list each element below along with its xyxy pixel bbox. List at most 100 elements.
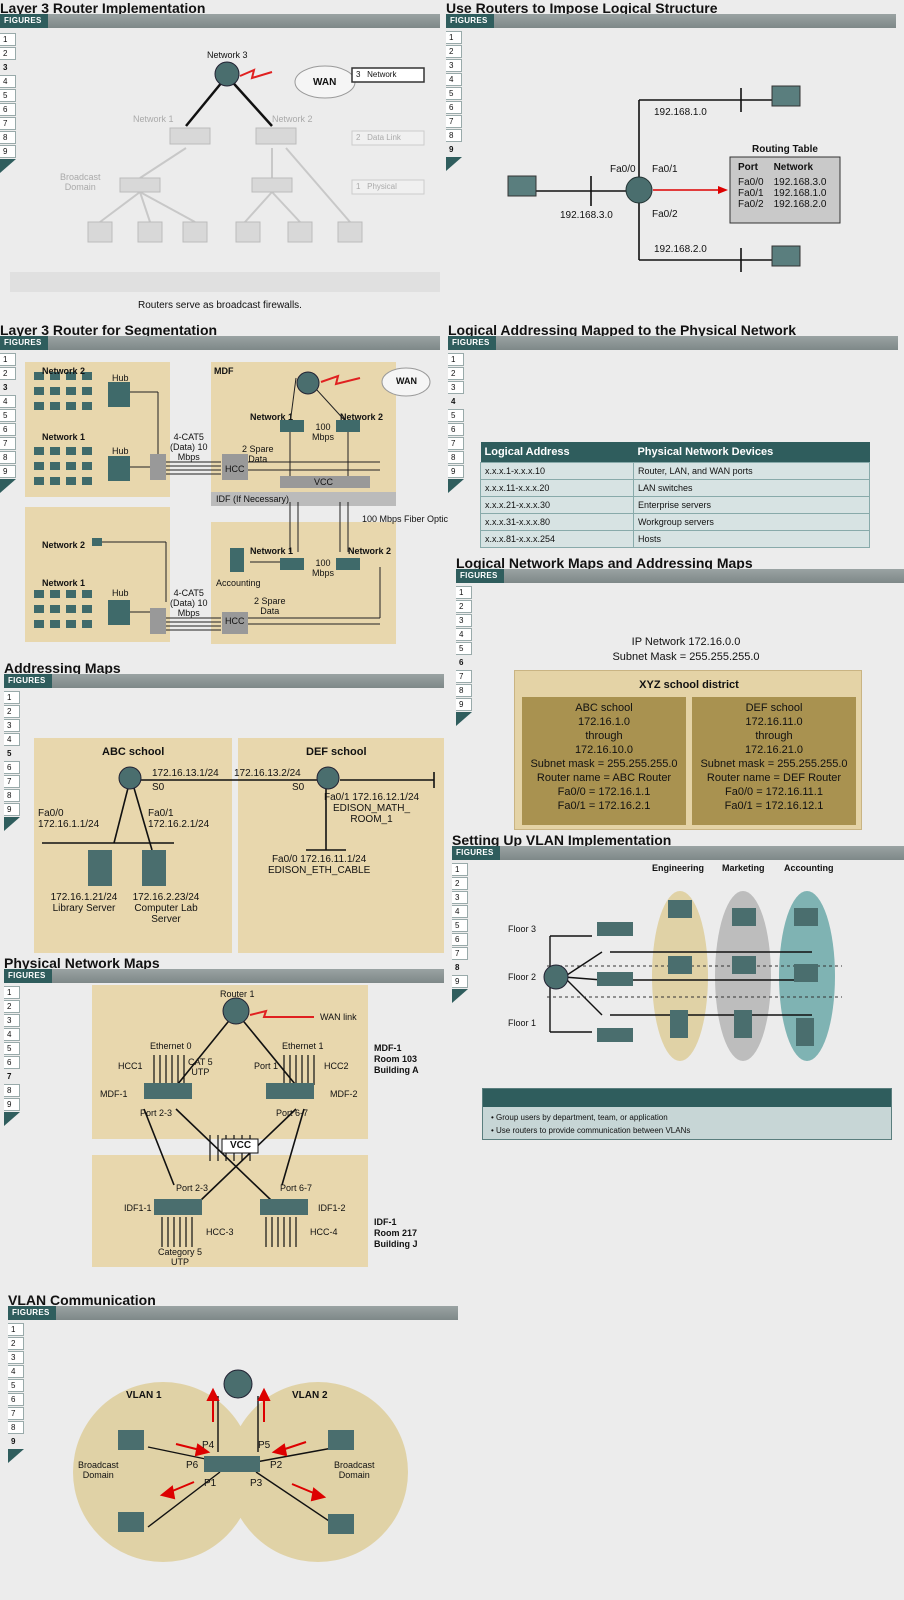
figure-tab-1[interactable]: 1 [0, 33, 16, 46]
figure-tab-1[interactable]: 1 [4, 691, 20, 704]
figure-tab-7[interactable]: 7 [448, 437, 464, 450]
figure-tab-6[interactable]: 6 [452, 933, 468, 946]
panel-title: Setting Up VLAN Implementation [452, 832, 672, 848]
figure-tab-9[interactable]: 9 [452, 975, 468, 988]
figure-tab-2[interactable]: 2 [0, 367, 16, 380]
figure-tab-8[interactable]: 8 [0, 131, 16, 144]
figure-tab-5[interactable]: 5 [8, 1379, 24, 1392]
figure-tab-7[interactable]: 7 [4, 775, 20, 788]
figure-tab-8[interactable]: 8 [452, 961, 468, 974]
figure-tab-7[interactable]: 7 [452, 947, 468, 960]
addressing-table: Logical Address Physical Network Devices… [480, 442, 871, 548]
figure-tab-7[interactable]: 7 [0, 117, 16, 130]
figure-tab-4[interactable]: 4 [0, 75, 16, 88]
figure-tab-9[interactable]: 9 [8, 1435, 24, 1448]
figures-label: FIGURES [452, 846, 500, 860]
figure-tab-4[interactable]: 4 [0, 395, 16, 408]
figure-tab-9[interactable]: 9 [448, 465, 464, 478]
figure-tab-3[interactable]: 3 [8, 1351, 24, 1364]
figure-tab-2[interactable]: 2 [456, 600, 472, 613]
figure-tab-3[interactable]: 3 [456, 614, 472, 627]
figure-tab-8[interactable]: 8 [4, 789, 20, 802]
figure-tab-2[interactable]: 2 [0, 47, 16, 60]
figure-tab-5[interactable]: 5 [0, 89, 16, 102]
figure-tab-1[interactable]: 1 [456, 586, 472, 599]
figure-tab-5[interactable]: 5 [4, 1042, 20, 1055]
figure-tab-6[interactable]: 6 [8, 1393, 24, 1406]
figure-tab-7[interactable]: 7 [456, 670, 472, 683]
figure-tab-1[interactable]: 1 [446, 31, 462, 44]
abc-line: through [585, 730, 623, 742]
figure-tab-4[interactable]: 4 [456, 628, 472, 641]
figure-tab-6[interactable]: 6 [4, 1056, 20, 1069]
wan-label: WAN [313, 77, 337, 88]
panel-title: Logical Network Maps and Addressing Maps [456, 555, 753, 571]
figure-tab-8[interactable]: 8 [0, 451, 16, 464]
figure-tab-9[interactable]: 9 [0, 465, 16, 478]
figure-tab-1[interactable]: 1 [8, 1323, 24, 1336]
rt-cell: 192.168.3.0 [773, 177, 827, 188]
figure-tab-3[interactable]: 3 [448, 381, 464, 394]
figure-tab-8[interactable]: 8 [446, 129, 462, 142]
figure-tab-4[interactable]: 4 [446, 73, 462, 86]
figure-tab-9[interactable]: 9 [0, 145, 16, 158]
spare-data-label: 2 Spare Data [254, 596, 286, 616]
figure-tab-5[interactable]: 5 [4, 747, 20, 760]
figure-tab-2[interactable]: 2 [452, 877, 468, 890]
figure-tab-8[interactable]: 8 [4, 1084, 20, 1097]
figure-tab-1[interactable]: 1 [0, 353, 16, 366]
figure-tab-2[interactable]: 2 [4, 1000, 20, 1013]
figure-tab-6[interactable]: 6 [448, 423, 464, 436]
figure-tab-1[interactable]: 1 [452, 863, 468, 876]
panel-title: Physical Network Maps [4, 955, 160, 971]
figure-tab-3[interactable]: 3 [0, 61, 16, 74]
figure-tab-1[interactable]: 1 [4, 986, 20, 999]
figure-tab-9[interactable]: 9 [4, 1098, 20, 1111]
figure-tab-6[interactable]: 6 [0, 423, 16, 436]
figure-tab-7[interactable]: 7 [446, 115, 462, 128]
figure-tab-2[interactable]: 2 [4, 705, 20, 718]
figure-tab-5[interactable]: 5 [446, 87, 462, 100]
figure-tab-8[interactable]: 8 [448, 451, 464, 464]
figure-tab-5[interactable]: 5 [0, 409, 16, 422]
figure-tab-3[interactable]: 3 [446, 59, 462, 72]
figure-tab-7[interactable]: 7 [4, 1070, 20, 1083]
figure-tab-3[interactable]: 3 [0, 381, 16, 394]
mdf-location-label: MDF-1 Room 103 Building A [374, 1043, 419, 1075]
figure-tab-4[interactable]: 4 [4, 733, 20, 746]
figure-tab-2[interactable]: 2 [448, 367, 464, 380]
figure-tab-6[interactable]: 6 [4, 761, 20, 774]
figure-tab-4[interactable]: 4 [4, 1028, 20, 1041]
figure-tab-1[interactable]: 1 [448, 353, 464, 366]
figure-tab-4[interactable]: 4 [452, 905, 468, 918]
figure-tab-3[interactable]: 3 [4, 719, 20, 732]
figure-tab-6[interactable]: 6 [456, 656, 472, 669]
routing-table-title: Routing Table [752, 144, 818, 155]
figure-tab-4[interactable]: 4 [448, 395, 464, 408]
rt-cell: Fa0/1 [738, 188, 764, 199]
net3-label: 192.168.3.0 [560, 210, 613, 221]
figure-tab-9[interactable]: 9 [4, 803, 20, 816]
vcc-label: VCC [230, 1140, 252, 1151]
figure-tab-4[interactable]: 4 [8, 1365, 24, 1378]
figure-tab-5[interactable]: 5 [448, 409, 464, 422]
figure-tab-2[interactable]: 2 [8, 1337, 24, 1350]
figure-tab-7[interactable]: 7 [0, 437, 16, 450]
figure-tab-9[interactable]: 9 [446, 143, 462, 156]
figure-tab-8[interactable]: 8 [456, 684, 472, 697]
network2-label: Network 2 [340, 412, 384, 422]
figure-tab-6[interactable]: 6 [446, 101, 462, 114]
figure-tab-5[interactable]: 5 [456, 642, 472, 655]
figure-tab-2[interactable]: 2 [446, 45, 462, 58]
figure-tab-3[interactable]: 3 [452, 891, 468, 904]
ethernet1-label: Ethernet 1 [282, 1041, 324, 1051]
figure-tab-3[interactable]: 3 [4, 1014, 20, 1027]
figure-tab-9[interactable]: 9 [456, 698, 472, 711]
figure-tab-6[interactable]: 6 [0, 103, 16, 116]
figure-tab-7[interactable]: 7 [8, 1407, 24, 1420]
figure-tab-5[interactable]: 5 [452, 919, 468, 932]
def-s0-ip: 172.16.13.2/24 [234, 768, 301, 779]
bullet-item: • Use routers to provide communication b… [491, 1126, 691, 1135]
figure-tab-8[interactable]: 8 [8, 1421, 24, 1434]
